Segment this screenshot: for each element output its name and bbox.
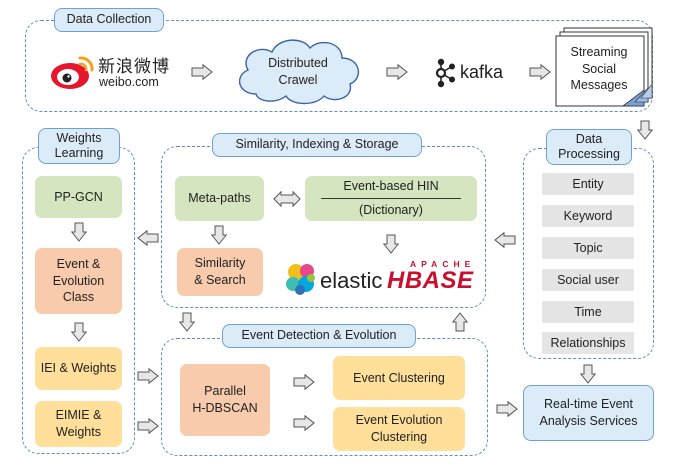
weights-learning-line1: Weights xyxy=(56,131,102,145)
arrow-right-icon xyxy=(293,374,315,390)
arrow-down-icon xyxy=(211,225,227,245)
arrow-left-icon xyxy=(494,232,516,248)
hin-line2: (Dictionary) xyxy=(359,203,423,217)
arrow-right-icon xyxy=(496,401,518,417)
arrow-down-icon xyxy=(71,322,87,342)
arrow-left-icon xyxy=(137,230,159,246)
weights-learning-label: Weights Learning xyxy=(38,128,120,164)
elastic-wordmark: elastic xyxy=(320,268,383,293)
data-processing-label: Data Processing xyxy=(546,129,632,165)
weibo-domain: weibo.com xyxy=(99,75,159,89)
arrow-bidirectional-icon xyxy=(273,191,301,207)
arrow-down-icon xyxy=(580,364,596,384)
hbase-wordmark: HBASE xyxy=(387,267,474,294)
event-class-line2: Evolution xyxy=(52,273,105,288)
event-evolution-clustering-box: Event Evolution Clustering xyxy=(333,407,465,451)
data-collection-label: Data Collection xyxy=(54,8,164,32)
list-item: Keyword xyxy=(542,205,634,227)
list-item: Relationships xyxy=(542,332,634,354)
list-item: Time xyxy=(542,301,634,323)
iei-weights-box: IEI & Weights xyxy=(35,347,122,390)
arrow-right-icon xyxy=(137,368,159,384)
streaming-line1: Streaming xyxy=(570,45,628,59)
arrow-down-icon xyxy=(383,234,399,254)
analysis-services-box: Real-time Event Analysis Services xyxy=(523,385,654,441)
cloud-label: Distributed Crawel xyxy=(248,55,348,89)
similarity-search-box: Similarity & Search xyxy=(177,248,263,296)
cloud-label-line1: Distributed xyxy=(268,56,328,70)
arrow-right-icon xyxy=(293,415,315,431)
streaming-stack xyxy=(553,26,661,110)
list-item: Topic xyxy=(542,237,634,259)
weibo-chinese-name: 新浪微博 xyxy=(98,57,170,76)
list-item: Social user xyxy=(542,269,634,291)
streaming-line2: Social xyxy=(581,61,617,76)
event-evolution-class-box: Event & Evolution Class xyxy=(35,248,122,314)
pp-gcn-box: PP-GCN xyxy=(35,176,122,218)
arrow-down-icon xyxy=(179,312,195,332)
event-class-line3: Class xyxy=(62,290,95,305)
eimie-line1: EIMIE & xyxy=(55,408,102,423)
data-processing-line2: Processing xyxy=(558,147,620,161)
eimie-line2: Weights xyxy=(56,425,101,439)
evolution-line1: Event Evolution xyxy=(355,413,443,428)
cloud-label-line2: Crawel xyxy=(278,72,318,87)
similarity-line1: Similarity xyxy=(194,256,246,271)
arrow-right-icon xyxy=(191,64,213,80)
similarity-line2: & Search xyxy=(194,273,246,287)
event-detection-label: Event Detection & Evolution xyxy=(222,324,416,348)
weights-learning-line2: Learning xyxy=(54,146,104,160)
parallel-hdbscan-box: Parallel H-DBSCAN xyxy=(180,364,270,436)
distributed-crawel-cloud xyxy=(228,30,368,108)
similarity-label: Similarity, Indexing & Storage xyxy=(212,133,422,157)
arrow-down-icon xyxy=(637,120,653,140)
weibo-logo xyxy=(48,52,98,92)
parallel-line1: Parallel xyxy=(204,384,246,399)
event-clustering-box: Event Clustering xyxy=(333,356,465,400)
apache-wordmark: APACHE xyxy=(410,259,476,269)
hin-divider xyxy=(321,198,461,199)
arrow-right-icon xyxy=(137,418,159,434)
event-class-line1: Event & xyxy=(56,256,101,271)
streaming-line3: Messages xyxy=(570,78,628,92)
evolution-line2: Clustering xyxy=(370,430,428,444)
arrow-right-icon xyxy=(386,64,408,80)
services-line1: Real-time Event xyxy=(544,397,633,412)
kafka-icon xyxy=(433,58,457,88)
kafka-wordmark: kafka xyxy=(460,62,504,82)
arrow-down-icon xyxy=(71,222,87,242)
services-line2: Analysis Services xyxy=(539,414,638,428)
arrow-up-icon xyxy=(452,312,468,332)
elastic-logo-icon xyxy=(284,262,318,296)
meta-paths-box: Meta-paths xyxy=(175,176,264,221)
streaming-label: Streaming Social Messages xyxy=(556,44,642,94)
event-based-hin-box: Event-based HIN (Dictionary) xyxy=(305,176,477,221)
list-item: Entity xyxy=(542,173,634,195)
parallel-line2: H-DBSCAN xyxy=(192,401,258,415)
data-processing-line1: Data xyxy=(575,132,603,146)
arrow-right-icon xyxy=(529,64,551,80)
hin-line1: Event-based HIN xyxy=(343,179,439,194)
eimie-weights-box: EIMIE & Weights xyxy=(35,401,122,447)
